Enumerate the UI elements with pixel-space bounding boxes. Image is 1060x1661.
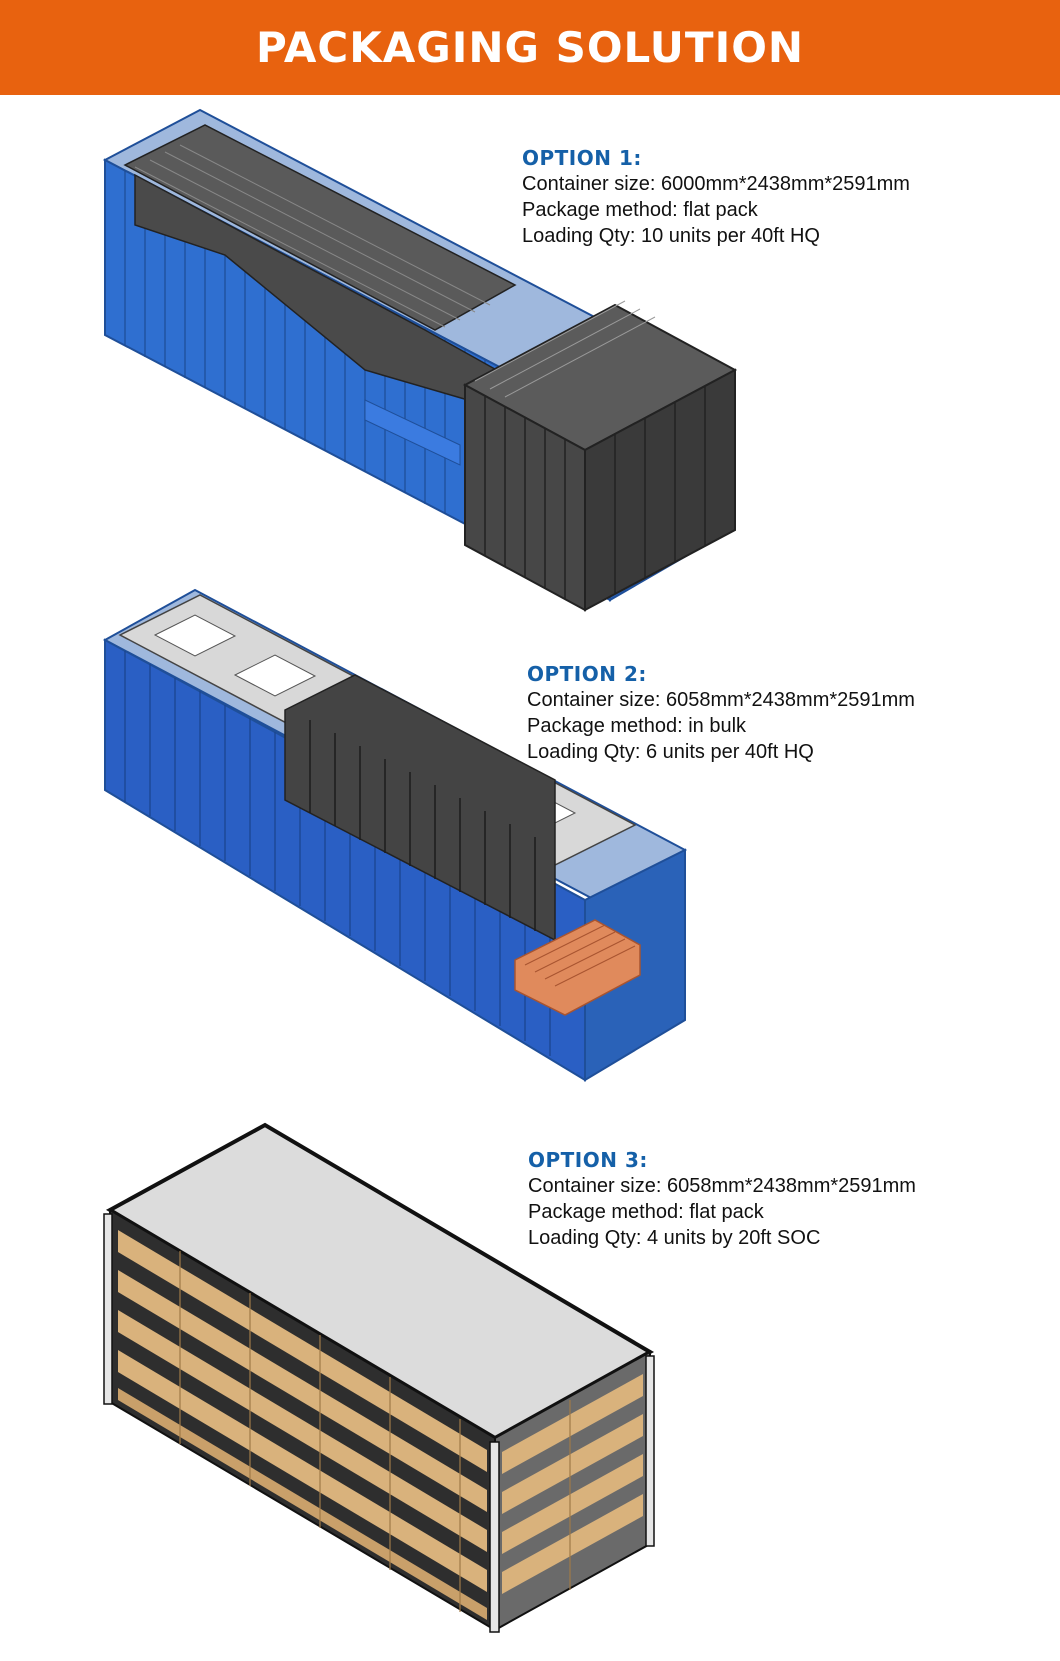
option-2-package-method: Package method: in bulk xyxy=(527,715,747,737)
container-opening xyxy=(364,399,461,466)
option-2-loading-qty: Loading Qty: 6 units per 40ft HQ xyxy=(527,741,814,763)
option-2-text: OPTION 2: Container size: 6058mm*2438mm*… xyxy=(527,661,915,765)
orange-bricks xyxy=(514,919,641,1016)
option-1-text: OPTION 1: Container size: 6000mm*2438mm*… xyxy=(522,145,910,249)
stack-right-face xyxy=(494,1350,651,1632)
option-2-illustration xyxy=(102,588,688,1082)
option-2-title: OPTION 2: xyxy=(527,662,647,686)
page-title: PACKAGING SOLUTION xyxy=(255,23,805,72)
flat-packs-sliding-out xyxy=(462,300,738,612)
option-1-loading-qty: Loading Qty: 10 units per 40ft HQ xyxy=(522,225,820,247)
stack-left-face xyxy=(109,1208,496,1632)
option-3-package-method: Package method: flat pack xyxy=(528,1201,764,1223)
option-3-text: OPTION 3: Container size: 6058mm*2438mm*… xyxy=(528,1147,916,1251)
option-3-loading-qty: Loading Qty: 4 units by 20ft SOC xyxy=(528,1227,821,1249)
option-3-title: OPTION 3: xyxy=(528,1148,648,1172)
option-1-container-size: Container size: 6000mm*2438mm*2591mm xyxy=(522,173,910,195)
bulk-panels-dark xyxy=(284,674,556,942)
option-1-title: OPTION 1: xyxy=(522,146,642,170)
option-1-illustration xyxy=(102,108,738,612)
option-2-container-size: Container size: 6058mm*2438mm*2591mm xyxy=(527,689,915,711)
cutaway-panels xyxy=(134,173,596,426)
option-3-illustration xyxy=(103,1122,655,1633)
option-3-container-size: Container size: 6058mm*2438mm*2591mm xyxy=(528,1175,916,1197)
option-1-package-method: Package method: flat pack xyxy=(522,199,758,221)
page-header: PACKAGING SOLUTION xyxy=(0,0,1060,95)
